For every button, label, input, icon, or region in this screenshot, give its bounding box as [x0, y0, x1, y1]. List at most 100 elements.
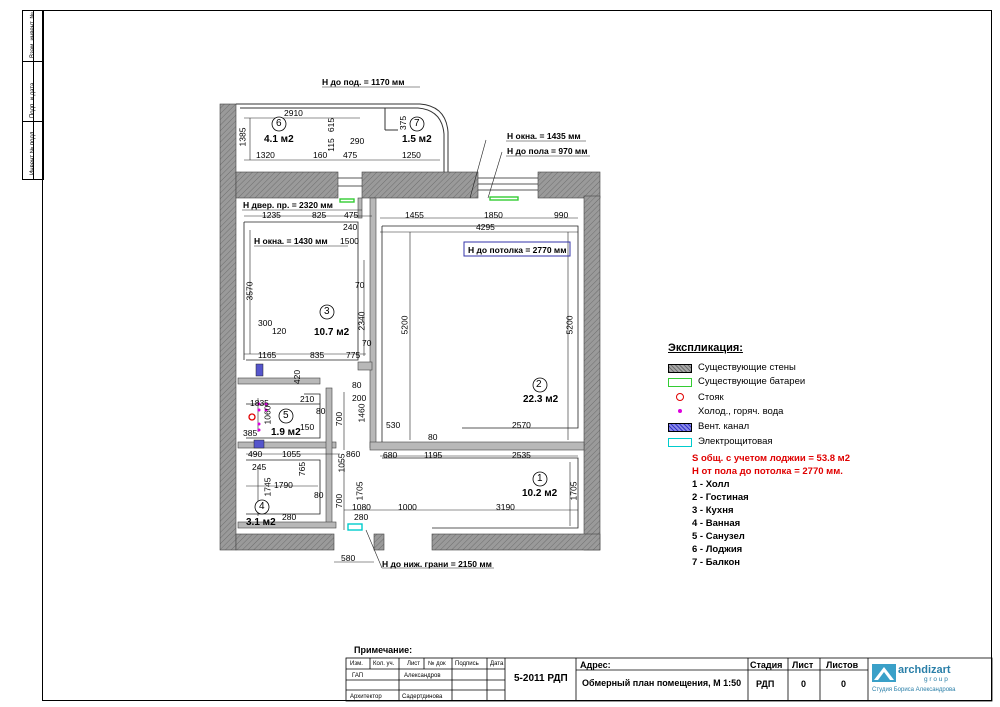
sheet-frame [42, 10, 992, 701]
hdr-date: Дата [490, 661, 504, 667]
dim-label: 530 [386, 420, 401, 430]
dim-label: 700 [334, 493, 345, 509]
dim-label: 2535 [512, 450, 531, 460]
room-6-number: 6 [276, 118, 282, 129]
role-gap: ГАП [352, 673, 364, 679]
dim-label: 680 [383, 450, 398, 460]
room-2-number: 2 [536, 379, 542, 390]
dim-label: 80 [352, 380, 362, 390]
dim-label: 420 [292, 369, 303, 385]
dim-label: 1705 [568, 481, 579, 501]
wall-swatch [668, 364, 692, 373]
dim-label: 1500 [340, 236, 359, 246]
logo-mark [872, 664, 896, 682]
dim-label: 580 [341, 553, 356, 563]
dim-label: 120 [272, 326, 287, 336]
dim-label: 150 [300, 422, 315, 432]
dim-label: 860 [346, 449, 361, 459]
room-name-6: 6 - Лоджия [692, 544, 743, 555]
sheet-value: 0 [801, 679, 807, 689]
vent-swatch [668, 423, 692, 432]
dim-label: 1080 [352, 502, 371, 512]
hdr-sign: Подпись [455, 661, 479, 667]
role-architect: Архитектор [350, 694, 382, 700]
note-label: Примечание: [354, 645, 413, 655]
logo-name: archdizart [898, 664, 951, 676]
room-name-1: 1 - Холл [692, 479, 730, 490]
project-code: 5-2011 РДП [514, 673, 568, 684]
sheet-label: Лист [792, 660, 814, 670]
electrical-panel [347, 523, 363, 531]
side-stamp [22, 10, 44, 180]
dim-label: 990 [554, 210, 569, 220]
hdr-kol: Кол. уч. [373, 661, 395, 667]
dim-label: 1055 [282, 449, 301, 459]
title-block-grid [345, 657, 993, 702]
ceiling-height-total: Н от пола до потолка = 2770 мм. [692, 466, 843, 477]
dim-label: 290 [350, 136, 365, 146]
room-name-7: 7 - Балкон [692, 557, 741, 568]
dim-label: 3570 [244, 281, 255, 301]
address-label: Адрес: [580, 660, 611, 670]
room-1-area: 10.2 м2 [522, 488, 558, 499]
logo-subtitle: Студия Бориса Александрова [872, 687, 956, 693]
window2-height-note: Н окна. = 1430 мм [254, 236, 328, 246]
dim-label: 280 [354, 512, 369, 522]
dim-label: 1055 [336, 453, 347, 473]
dim-label: 115 [325, 138, 336, 152]
dim-label: 70 [355, 280, 365, 290]
sheets-label: Листов [826, 660, 859, 670]
windows [338, 177, 538, 191]
dim-label: 1250 [402, 150, 421, 160]
dim-label: 70 [362, 338, 372, 348]
dim-label: 4295 [476, 222, 495, 232]
dim-label: 200 [352, 393, 367, 403]
dim-label: 1455 [405, 210, 424, 220]
dim-label: 280 [282, 512, 297, 522]
room-5-number: 5 [283, 410, 289, 421]
dim-label: 160 [313, 150, 328, 160]
dim-label: 240 [343, 222, 358, 232]
riser-symbol [248, 413, 256, 421]
dim-label: 80 [316, 406, 326, 416]
vent-channels [253, 363, 265, 449]
dim-label: 375 [398, 115, 409, 131]
door-height-note: Н двер. пр. = 2320 мм [243, 200, 333, 210]
total-area-note: S общ. с учетом лоджии = 53.8 м2 [692, 453, 850, 464]
water-dot-icon [678, 409, 682, 413]
dim-label: 1850 [484, 210, 503, 220]
stage-value: РДП [756, 679, 775, 689]
sheets-value: 0 [841, 679, 847, 689]
room-7-number: 7 [414, 118, 420, 129]
dim-label: 3190 [496, 502, 515, 512]
hdr-izm: Изм. [350, 661, 363, 667]
dim-label: 475 [343, 150, 358, 160]
dim-label: 1745 [262, 477, 273, 497]
dim-label: 1000 [398, 502, 417, 512]
window1-height-note: Н окна. = 1435 мм [507, 131, 581, 141]
water-pipes [257, 402, 268, 432]
dim-label: 1195 [424, 450, 443, 460]
interior-walls [237, 197, 585, 529]
loggia-height-note: Н до под. = 1170 мм [322, 77, 405, 87]
note-leaders [242, 86, 590, 569]
dim-label: 1460 [356, 403, 367, 423]
sheet-title: Обмерный план помещения, М 1:50 [582, 678, 742, 688]
dim-label: 1165 [258, 350, 277, 360]
legend-title: Экспликация: [668, 342, 743, 354]
room-6-area: 4.1 м2 [264, 134, 294, 145]
dim-label: 300 [258, 318, 273, 328]
room-7-area: 1.5 м2 [402, 134, 432, 145]
dim-label: 775 [346, 350, 361, 360]
hdr-doc: № док [428, 661, 446, 667]
dim-label: 765 [297, 461, 308, 477]
ceiling-height-note: Н до потолка = 2770 мм [468, 245, 567, 255]
dim-label: 1790 [274, 480, 293, 490]
hdr-list: Лист [407, 661, 421, 667]
panel-swatch [668, 438, 692, 447]
room-3-area: 10.7 м2 [314, 327, 350, 338]
room-2-area: 22.3 м2 [523, 394, 559, 405]
room-contours [243, 221, 579, 529]
dim-label: 210 [300, 394, 315, 404]
